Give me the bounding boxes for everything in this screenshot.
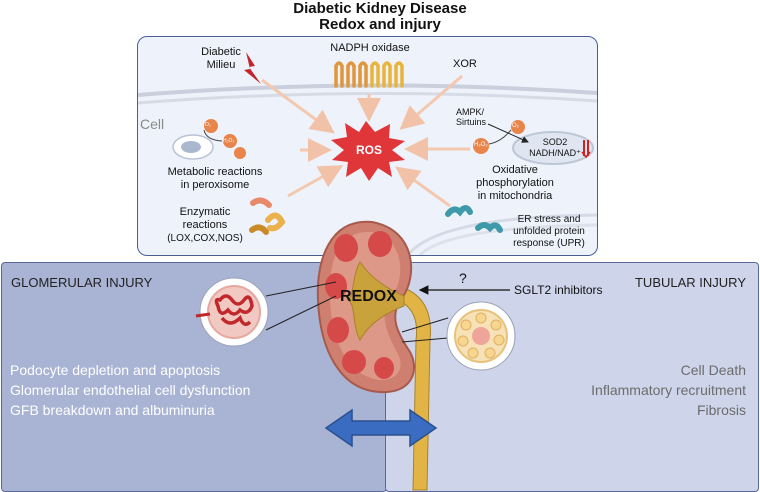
glomerular-item: Glomerular endothelial cell dysfunction [10, 382, 251, 398]
label-line: response (UPR) [513, 238, 585, 249]
nadph-oxidase-icon [334, 61, 404, 88]
h2o2-molecule-label: H₂O₂ [474, 142, 488, 148]
label-line: AMPK/ [456, 107, 485, 117]
o2-molecule [204, 119, 218, 133]
label-line: Milieu [206, 59, 236, 71]
ros-burst [331, 121, 405, 181]
o2-molecule [234, 147, 246, 159]
ampk-arrow [487, 123, 529, 143]
tubular-item: Cell Death [680, 362, 746, 378]
label-line: Metabolic reactions [167, 166, 263, 178]
diagram-title: Diabetic Kidney Disease [293, 0, 467, 17]
arrow-xor-to-ros [399, 74, 463, 130]
peroxisome-icon [172, 119, 246, 160]
decrease-bar-icon [583, 140, 585, 156]
peroxisome-label: Metabolic reactions in peroxisome [160, 166, 270, 192]
h2o2-molecule-label: H₂O₂ [223, 138, 235, 144]
question-mark: ? [459, 270, 467, 286]
tubular-injury-list: Cell Death Inflammatory recruitment Fibr… [591, 360, 746, 420]
glomerulus-icon [195, 277, 269, 347]
o2-molecule [511, 120, 525, 134]
arrow-enzymatic-to-ros [287, 165, 344, 198]
medullary-pyramids [325, 231, 394, 379]
arrow-er-to-ros [395, 166, 451, 208]
cell-label: Cell [140, 116, 165, 132]
diabetic-milieu-label: Diabetic Milieu [196, 46, 246, 72]
label-line: NADH/NAD⁺ [529, 148, 581, 158]
mitochondria-icon [473, 120, 594, 165]
mitochondria-label: SOD2 NADH/NAD⁺ [527, 137, 583, 159]
o2-molecule-label: O₂ [205, 122, 211, 128]
oxphos-label: Oxidative phosphorylation in mitochondri… [455, 164, 575, 203]
decrease-bar-icon [587, 140, 589, 156]
label-line: in mitochondria [477, 190, 553, 202]
o2-molecule-label: O₂ [512, 123, 519, 129]
label-line: (LOX,COX,NOS) [167, 233, 243, 244]
label-line: Enzymatic [179, 206, 231, 218]
tubule-pointer-top [401, 317, 449, 333]
tubular-injury-title: TUBULAR INJURY [634, 275, 746, 290]
glomerulus-pointer-bottom [265, 295, 337, 331]
label-line: SOD2 [542, 137, 568, 147]
label-line: ER stress and [517, 214, 581, 225]
double-arrow-icon [324, 408, 438, 448]
sglt2-inhibitors-label: SGLT2 inhibitors [514, 283, 603, 297]
tubular-item: Inflammatory recruitment [591, 382, 746, 398]
enzymatic-label: Enzymatic reactions (LOX,COX,NOS) [160, 206, 250, 245]
renal-pelvis [347, 261, 405, 342]
xor-label: XOR [453, 58, 477, 70]
tubular-injury-panel [385, 262, 759, 492]
glomerular-item: Podocyte depletion and apoptosis [10, 362, 221, 378]
ros-label: ROS [355, 143, 382, 157]
tubule-icon [446, 301, 516, 371]
glomerulus-pointer-top [265, 281, 337, 297]
label-line: reactions [182, 219, 228, 231]
glomerular-injury-title: GLOMERULAR INJURY [11, 275, 153, 290]
label-line: Diabetic [201, 46, 241, 58]
h2o2-molecule [223, 134, 237, 148]
er-stress-label: ER stress and unfolded protein response … [504, 214, 594, 250]
ros-arrows [261, 74, 470, 208]
label-line: Oxidative [492, 164, 538, 176]
ampk-sirtuins-label: AMPK/ Sirtuins [456, 107, 486, 127]
ureter [397, 287, 431, 491]
label-line: in peroxisome [180, 179, 250, 191]
er-protein-icons [445, 205, 503, 233]
tubule-pointer-bottom [401, 337, 449, 343]
glomerular-item: GFB breakdown and albuminuria [10, 402, 215, 418]
enzyme-icons [249, 197, 286, 235]
arrow-milieu-to-ros [261, 78, 335, 134]
h2o2-molecule [473, 138, 489, 154]
redox-label: REDOX [340, 288, 397, 305]
diagram-subtitle: Redox and injury [319, 16, 441, 33]
lightning-bolt-icon [244, 52, 261, 84]
nadph-oxidase-label: NADPH oxidase [330, 42, 410, 54]
label-line: Sirtuins [456, 117, 487, 127]
label-line: unfolded protein [513, 226, 585, 237]
label-line: phosphorylation [476, 177, 554, 189]
glomerular-injury-list: Podocyte depletion and apoptosis Glomeru… [10, 360, 250, 420]
tubular-item: Fibrosis [696, 402, 746, 418]
